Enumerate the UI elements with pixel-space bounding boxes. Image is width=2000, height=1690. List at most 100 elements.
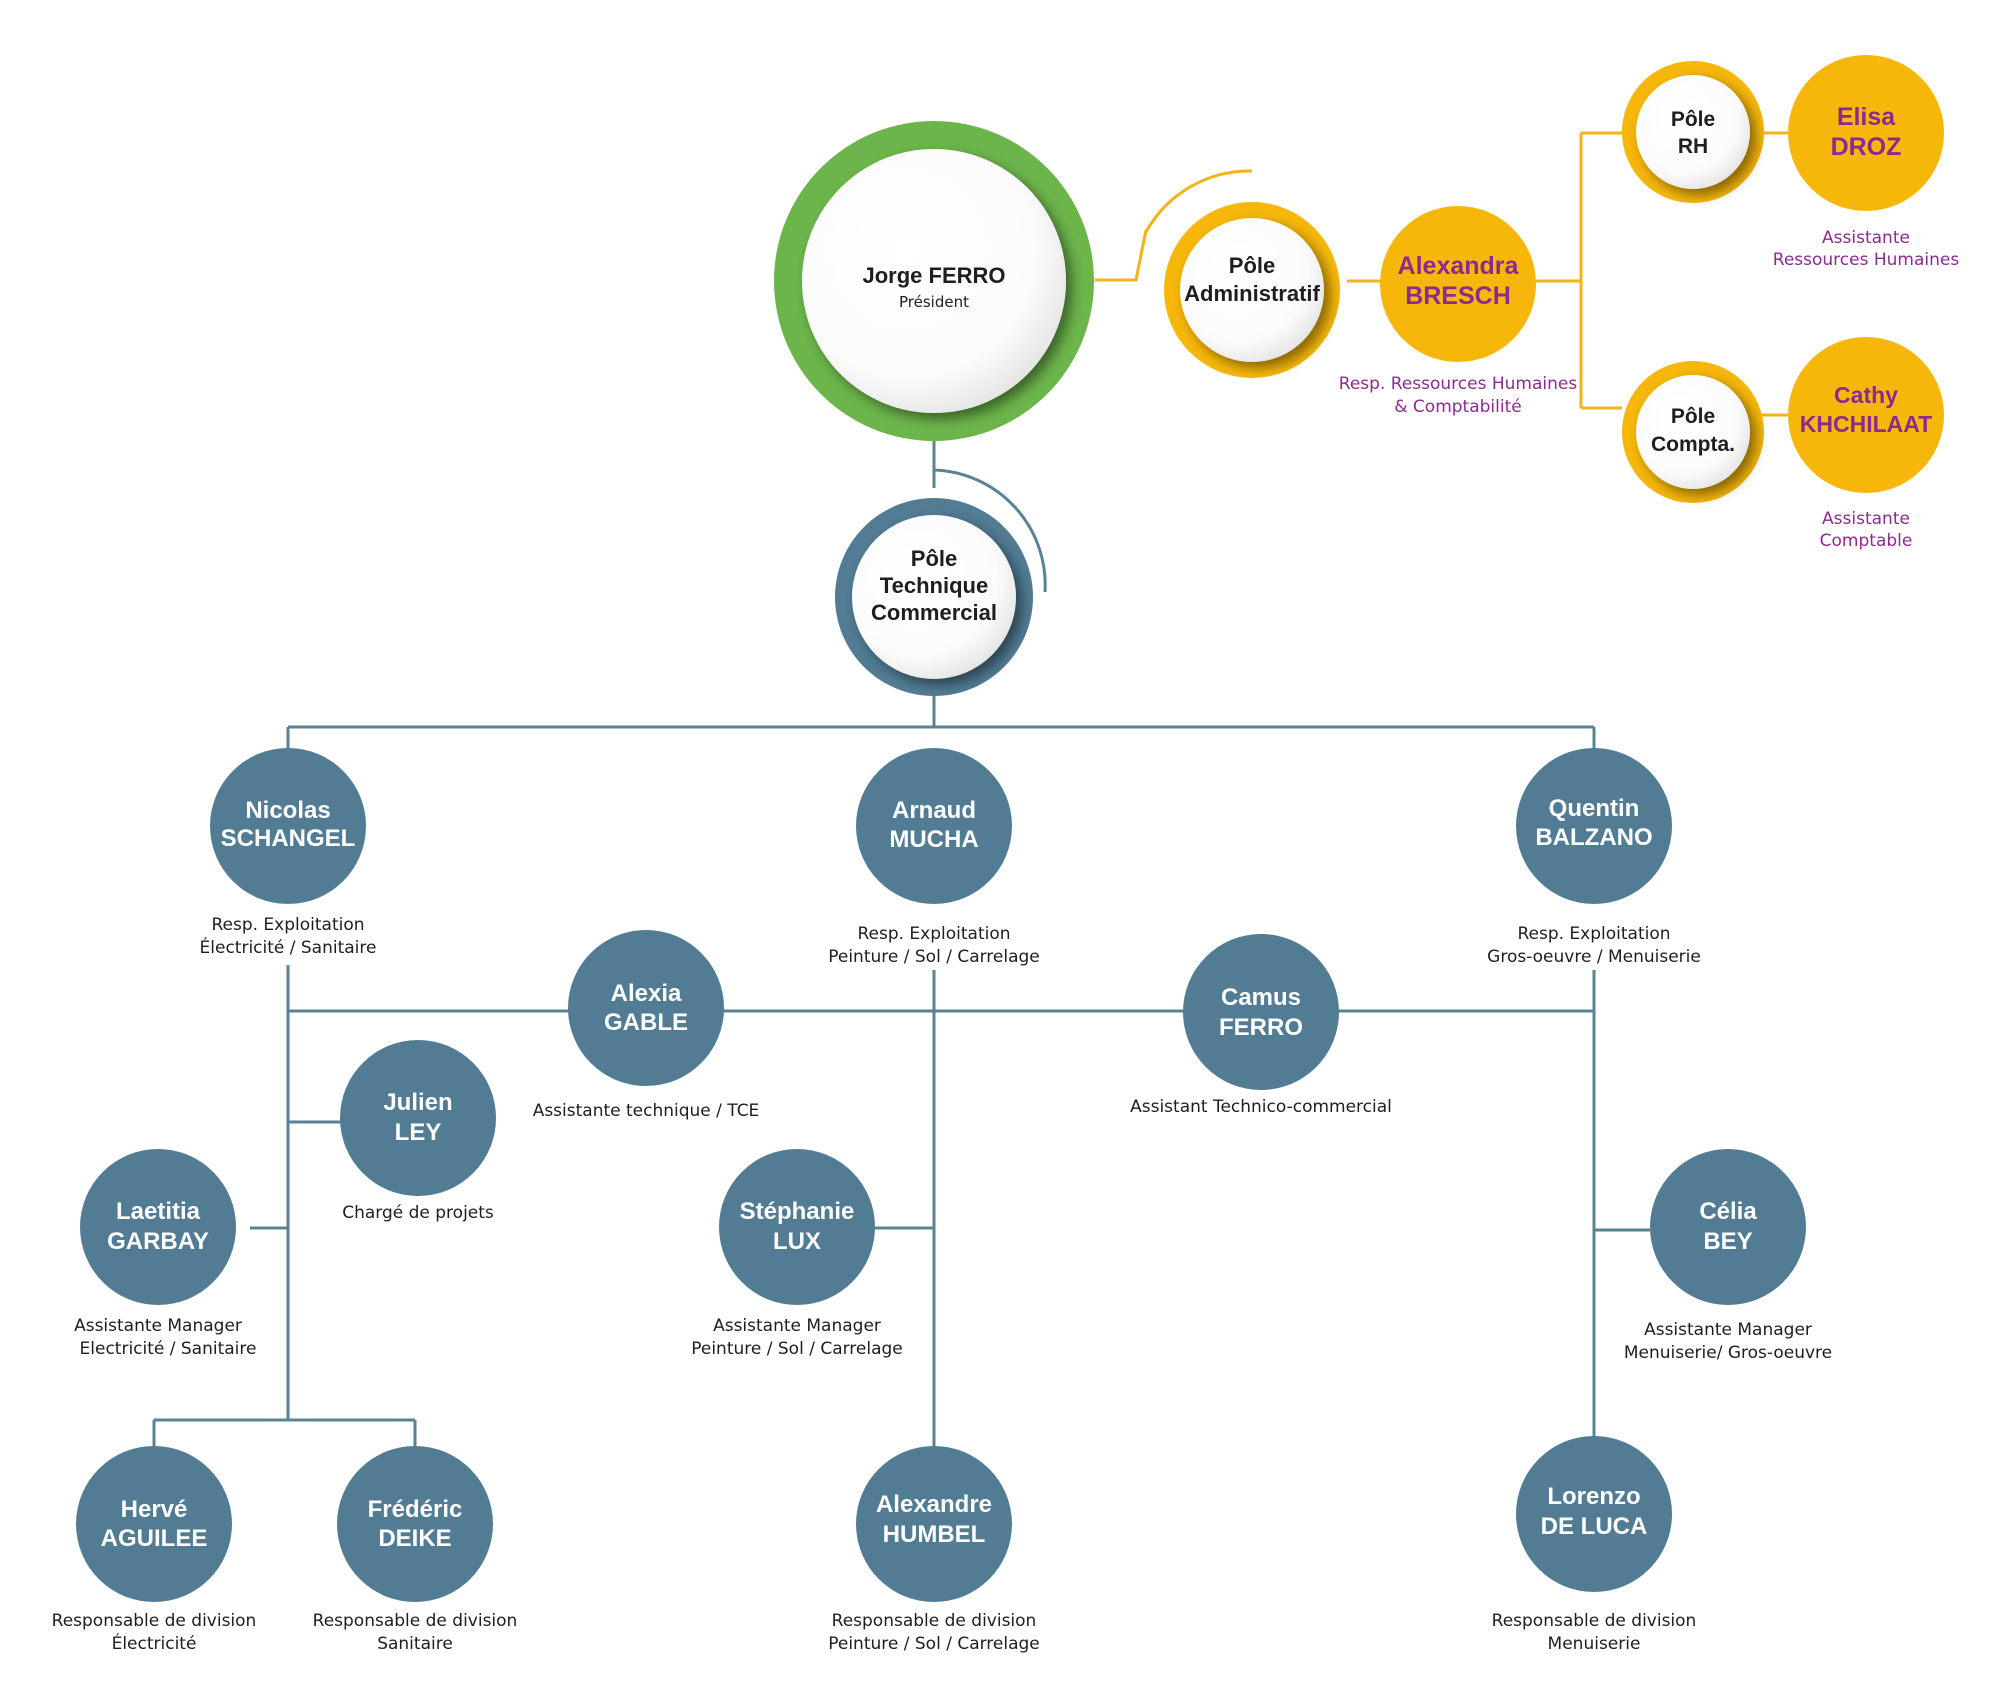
person-camus: Camus FERRO Assistant Technico-commercia… — [1130, 934, 1392, 1117]
elisa-circle — [1788, 55, 1944, 211]
person-first-name: Camus — [1221, 984, 1301, 1011]
compta-pole-line2: Compta. — [1651, 433, 1735, 456]
person-role-line1: Responsable de division — [1492, 1611, 1697, 1631]
elisa-last: DROZ — [1831, 133, 1902, 161]
person-last-name: DEIKE — [378, 1525, 451, 1552]
tech-pole-line2: Technique — [880, 573, 988, 598]
person-laetitia: Laetitia GARBAY Assistante Manager Elect… — [74, 1149, 256, 1359]
person-role-line1: Resp. Exploitation — [857, 924, 1010, 944]
person-role-line1: Responsable de division — [52, 1611, 257, 1631]
person-stephanie: Stéphanie LUX Assistante Manager Peintur… — [691, 1149, 903, 1359]
elisa-first: Elisa — [1837, 103, 1896, 131]
rh-pole-inner — [1636, 75, 1750, 189]
person-circle — [76, 1446, 232, 1602]
person-circle — [856, 1446, 1012, 1602]
connector-president-admin — [1095, 229, 1148, 282]
person-last-name: GABLE — [604, 1009, 688, 1036]
person-role-line1: Resp. Exploitation — [1517, 924, 1670, 944]
rh-pole-line2: RH — [1678, 135, 1708, 158]
person-last-name: BEY — [1703, 1228, 1752, 1255]
person-last-name: AGUILEE — [101, 1525, 208, 1552]
elisa-node: Elisa DROZ Assistante Ressources Humaine… — [1773, 55, 1959, 270]
person-role-line1: Chargé de projets — [342, 1203, 494, 1223]
person-herve: Hervé AGUILEE Responsable de division Él… — [52, 1446, 257, 1654]
person-last-name: BALZANO — [1535, 824, 1652, 851]
person-circle — [210, 748, 366, 904]
person-role-line2: Gros-oeuvre / Menuiserie — [1487, 947, 1701, 967]
person-circle — [1183, 934, 1339, 1090]
person-role-line2: Peinture / Sol / Carrelage — [828, 947, 1040, 967]
person-role-line2: Électricité / Sanitaire — [200, 936, 377, 958]
president-inner — [802, 149, 1066, 413]
person-last-name: FERRO — [1219, 1014, 1303, 1041]
person-role-line2: Menuiserie — [1548, 1634, 1641, 1654]
person-role-line2: Électricité — [112, 1632, 197, 1654]
person-circle — [719, 1149, 875, 1305]
admin-pole-line2: Administratif — [1184, 281, 1320, 306]
person-alexia: Alexia GABLE Assistante technique / TCE — [533, 930, 759, 1121]
alexandra-first: Alexandra — [1398, 252, 1520, 280]
admin-pole-inner — [1180, 218, 1324, 362]
person-first-name: Lorenzo — [1547, 1483, 1640, 1510]
person-role-line2: Electricité / Sanitaire — [80, 1339, 257, 1359]
connector-arc-admin — [1144, 169, 1253, 233]
person-role-line1: Assistante Manager — [74, 1316, 242, 1336]
cathy-role1: Assistante — [1822, 509, 1910, 529]
rh-pole-line1: Pôle — [1671, 108, 1715, 131]
person-first-name: Quentin — [1549, 795, 1640, 822]
person-circle — [80, 1149, 236, 1305]
person-role-line1: Responsable de division — [313, 1611, 518, 1631]
tech-pole-line1: Pôle — [911, 546, 957, 571]
tech-pole-node: Pôle Technique Commercial — [835, 498, 1033, 696]
person-role-line1: Assistante Manager — [713, 1316, 881, 1336]
alexandra-role1: Resp. Ressources Humaines — [1339, 374, 1578, 394]
alexandra-role2: & Comptabilité — [1394, 397, 1521, 417]
person-celia: Célia BEY Assistante Manager Menuiserie/… — [1624, 1149, 1832, 1363]
person-arnaud: Arnaud MUCHA Resp. Exploitation Peinture… — [828, 748, 1040, 967]
person-role-line1: Responsable de division — [832, 1611, 1037, 1631]
person-quentin: Quentin BALZANO Resp. Exploitation Gros-… — [1487, 748, 1701, 967]
president-role: Président — [899, 293, 969, 311]
cathy-node: Cathy KHCHILAAT Assistante Comptable — [1788, 337, 1944, 551]
person-role-line1: Assistante Manager — [1644, 1320, 1812, 1340]
person-circle — [856, 748, 1012, 904]
person-circle — [1516, 1436, 1672, 1592]
rh-pole-node: Pôle RH — [1622, 61, 1764, 203]
person-first-name: Hervé — [121, 1496, 188, 1523]
compta-pole-inner — [1636, 375, 1750, 489]
person-lorenzo: Lorenzo DE LUCA Responsable de division … — [1492, 1436, 1697, 1654]
person-first-name: Frédéric — [368, 1496, 463, 1523]
cathy-last: KHCHILAAT — [1800, 411, 1932, 437]
person-first-name: Laetitia — [116, 1198, 201, 1225]
admin-pole-line1: Pôle — [1229, 253, 1275, 278]
person-last-name: SCHANGEL — [221, 825, 356, 852]
person-first-name: Alexia — [611, 980, 682, 1007]
alexandra-last: BRESCH — [1405, 282, 1511, 310]
person-first-name: Arnaud — [892, 797, 976, 824]
person-last-name: HUMBEL — [883, 1521, 986, 1548]
person-frederic: Frédéric DEIKE Responsable de division S… — [313, 1446, 518, 1654]
person-first-name: Stéphanie — [740, 1198, 855, 1225]
person-role-line2: Peinture / Sol / Carrelage — [691, 1339, 903, 1359]
person-role-line1: Assistant Technico-commercial — [1130, 1097, 1392, 1117]
person-alexandre: Alexandre HUMBEL Responsable de division… — [828, 1446, 1040, 1654]
person-last-name: LUX — [773, 1228, 821, 1255]
compta-pole-node: Pôle Compta. — [1622, 361, 1764, 503]
person-first-name: Julien — [383, 1089, 452, 1116]
person-nicolas: Nicolas SCHANGEL Resp. Exploitation Élec… — [200, 748, 377, 958]
person-circle — [337, 1446, 493, 1602]
alexandra-node: Alexandra BRESCH Resp. Ressources Humain… — [1339, 206, 1578, 417]
person-role-line1: Resp. Exploitation — [211, 915, 364, 935]
person-circle — [1516, 748, 1672, 904]
tech-pole-inner — [852, 515, 1016, 679]
person-circle — [568, 930, 724, 1086]
person-role-line2: Sanitaire — [377, 1634, 453, 1654]
person-circle — [340, 1040, 496, 1196]
tech-pole-line3: Commercial — [871, 600, 997, 625]
connectors-technical — [152, 434, 1650, 1447]
alexandra-circle — [1380, 206, 1536, 362]
compta-pole-line1: Pôle — [1671, 405, 1715, 428]
connector-arc-tech — [933, 468, 1047, 593]
person-role-line2: Menuiserie/ Gros-oeuvre — [1624, 1343, 1832, 1363]
president-node: Jorge FERRO Président — [774, 121, 1094, 441]
